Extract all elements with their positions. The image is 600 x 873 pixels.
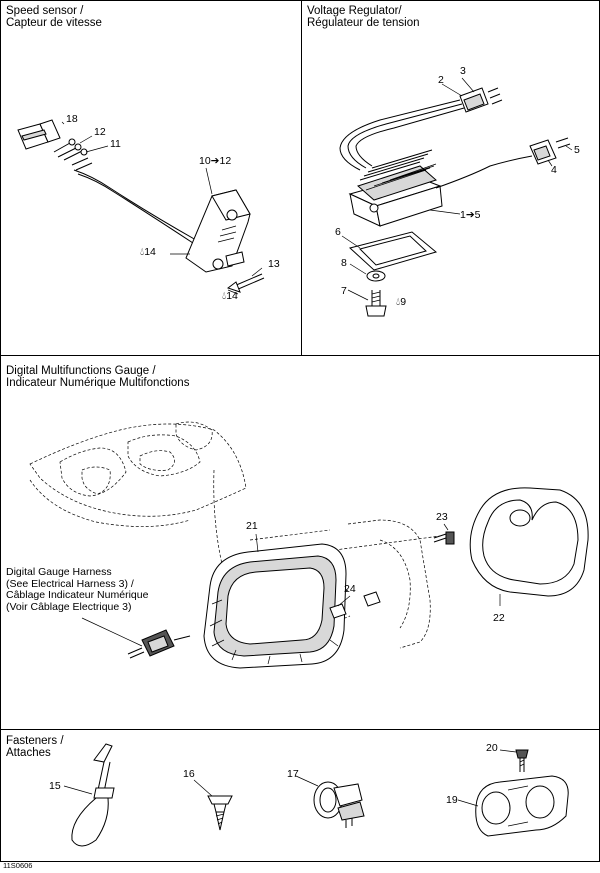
label-12: 12: [94, 126, 106, 138]
label-6: 6: [335, 226, 341, 238]
harness-note: Digital Gauge Harness (See Electrical Ha…: [6, 566, 149, 613]
title-gauge: Digital Multifunctions Gauge / Indicateu…: [6, 365, 190, 389]
title-fasteners: Fasteners / Attaches: [6, 735, 64, 759]
drop-icon: 💧︎: [222, 290, 227, 302]
figure-reference: 11S0606: [3, 861, 33, 870]
harness-plug: [127, 629, 191, 659]
drop-icon: 💧︎: [140, 246, 145, 258]
bezel-22: [469, 487, 589, 597]
label-23: 23: [436, 511, 448, 523]
label-22: 22: [493, 612, 505, 624]
voltage-regulator-drawing: [339, 77, 573, 317]
label-21: 21: [246, 520, 258, 532]
gauge-drawing: [29, 421, 589, 669]
label-5: 5: [574, 144, 580, 156]
gauge-21: [203, 543, 347, 669]
label-4: 4: [551, 164, 557, 176]
speed-sensor-drawing: [17, 119, 265, 295]
title-speed-sensor: Speed sensor / Capteur de vitesse: [6, 5, 102, 29]
label-19: 19: [446, 794, 458, 806]
fasteners-drawing: [63, 743, 569, 847]
label-8: 8: [341, 257, 347, 269]
label-24: 24: [344, 583, 356, 595]
label-9: 💧︎9: [396, 296, 407, 308]
label-16: 16: [183, 768, 195, 780]
gasket-6: [348, 231, 438, 271]
connector-18: [17, 119, 61, 150]
label-14b: 💧︎14: [222, 290, 238, 302]
regulator-1-5: [348, 149, 443, 227]
label-10-12: 10➔12: [199, 155, 232, 167]
connector-4: [529, 137, 571, 165]
label-17: 17: [287, 768, 299, 780]
tie-wrap-15: [71, 743, 115, 847]
screw-16: [207, 795, 233, 831]
drop-icon: 💧︎: [396, 296, 401, 308]
sensor-10-12: [185, 189, 251, 273]
bolt-7: [365, 290, 387, 317]
title-voltage-regulator: Voltage Regulator/ Régulateur de tension: [307, 5, 420, 29]
screw-13: [226, 273, 265, 293]
connector-2: [459, 87, 503, 113]
label-3: 3: [460, 65, 466, 77]
clamp-19: [475, 775, 569, 837]
label-1-5: 1➔5: [460, 209, 481, 221]
label-7: 7: [341, 285, 347, 297]
label-14a: 💧︎14: [140, 246, 156, 258]
clamp-17: [313, 781, 365, 828]
label-2: 2: [438, 74, 444, 86]
label-20: 20: [486, 742, 498, 754]
label-15: 15: [49, 780, 61, 792]
label-18: 18: [66, 113, 78, 125]
screw-23: [433, 531, 455, 545]
label-13: 13: [268, 258, 280, 270]
clips-24: [329, 591, 381, 619]
screw-20: [515, 749, 529, 772]
label-11: 11: [110, 138, 121, 150]
terminals-11-12: [53, 138, 93, 171]
console-outline: [29, 421, 431, 649]
